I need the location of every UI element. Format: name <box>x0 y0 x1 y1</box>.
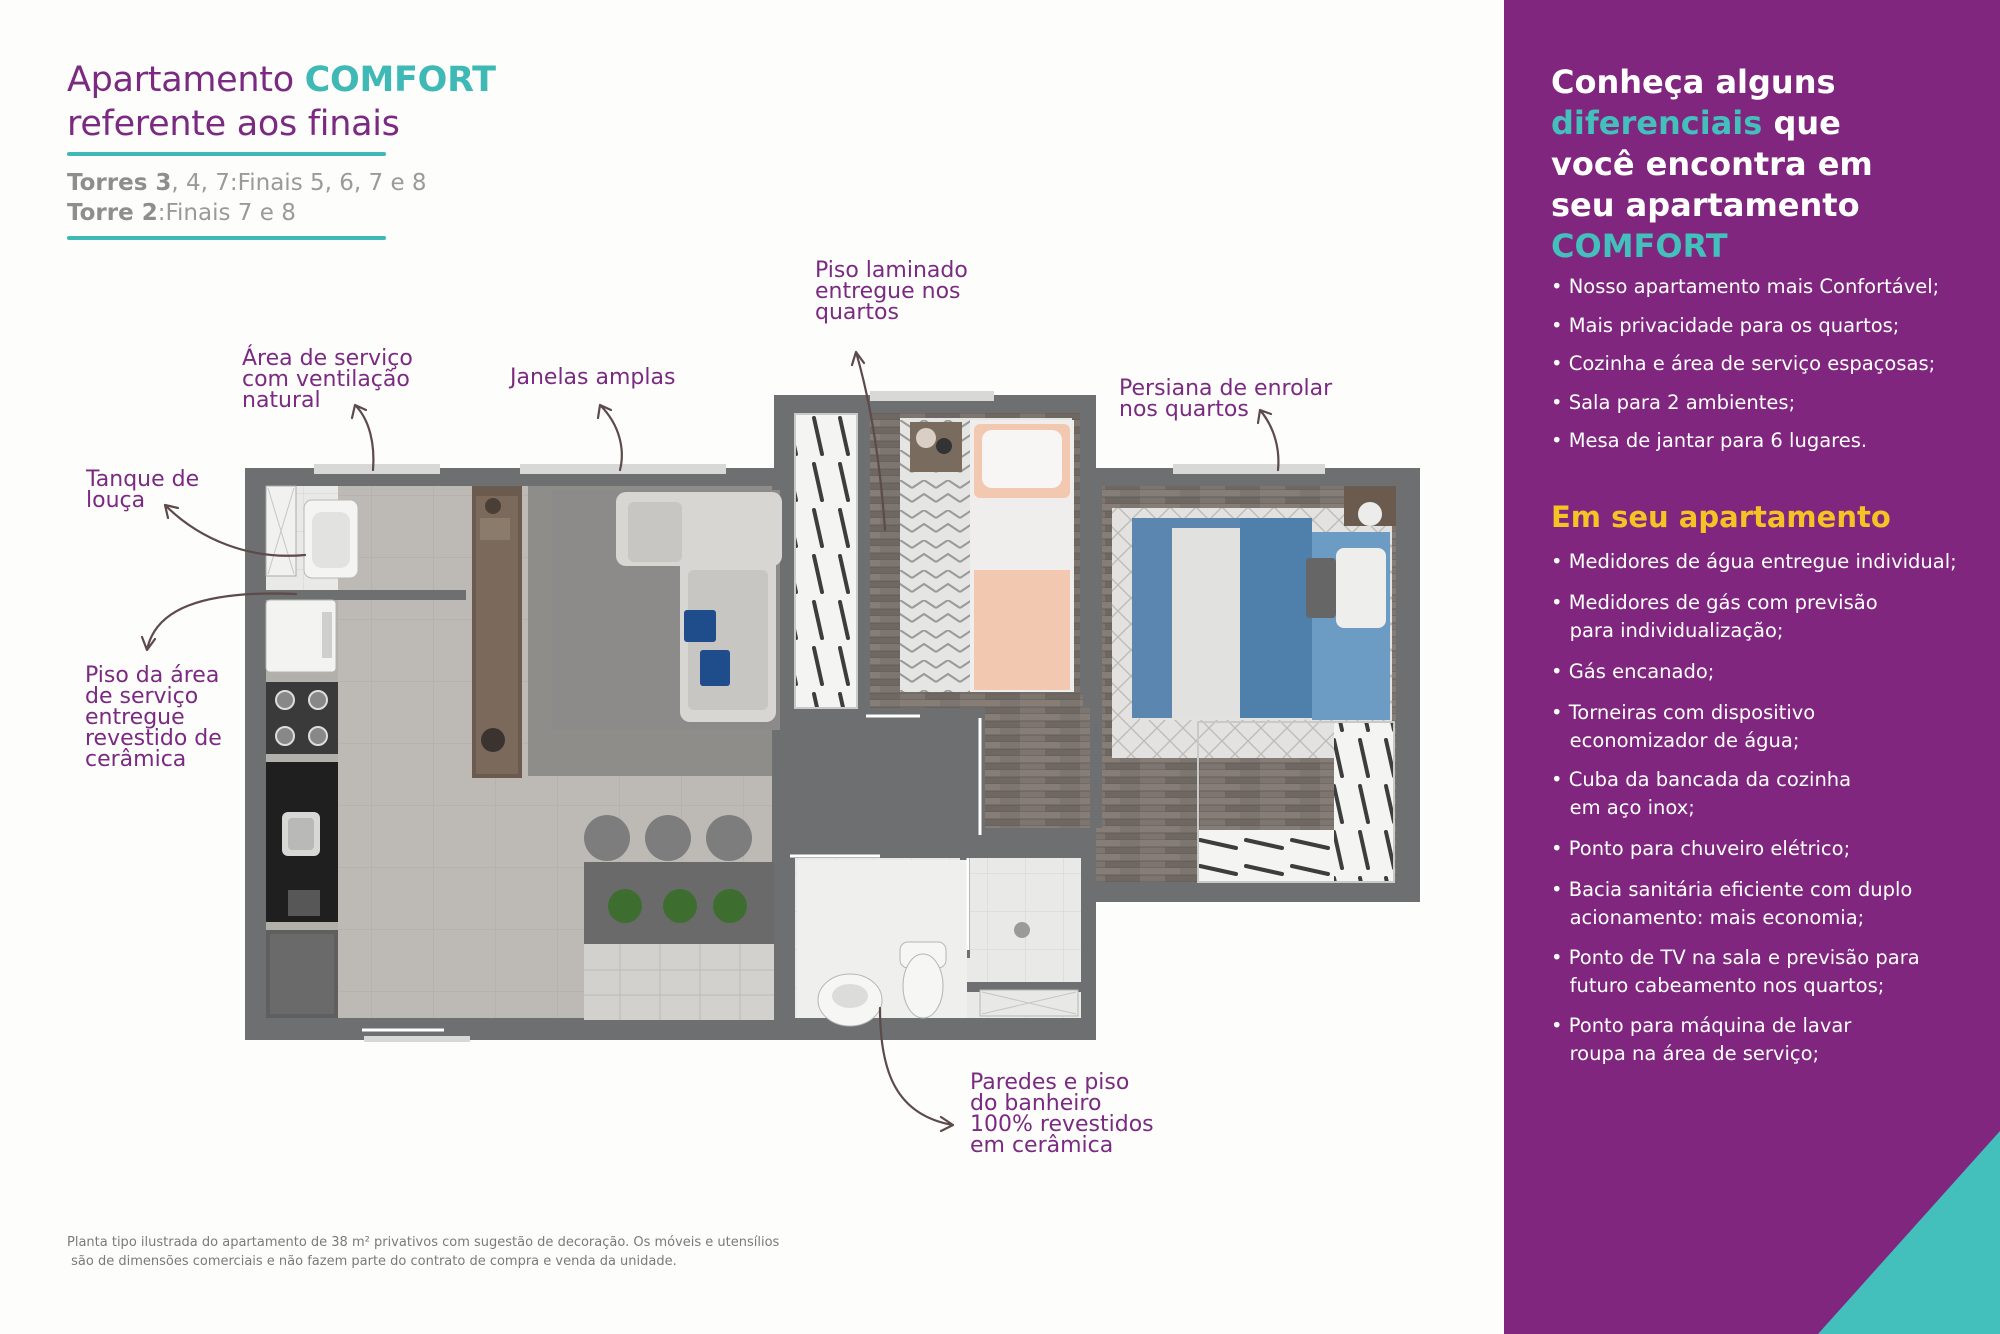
footnote: Planta tipo ilustrada do apartamento de … <box>67 1235 780 1269</box>
section-title: Em seu apartamento <box>1551 500 1891 534</box>
title-underline <box>67 152 386 156</box>
towers-line-1: Torres 3, 4, 7:Finais 5, 6, 7 e 8 <box>67 170 427 196</box>
list-item: • Sala para 2 ambientes; <box>1551 390 1796 414</box>
list-item: • Ponto de TV na sala e previsão para <box>1551 946 1920 969</box>
list-item: • Bacia sanitária eficiente com duplo <box>1551 878 1913 901</box>
windows <box>314 391 1325 1042</box>
bedroom-2 <box>1112 486 1396 883</box>
list-item: economizador de água; <box>1551 729 1800 752</box>
callout-tanque: Tanque de louça <box>86 467 200 513</box>
list-item: para individualização; <box>1551 619 1784 642</box>
list-item: acionamento: mais economia; <box>1551 906 1865 929</box>
bedroom-1 <box>794 413 1074 709</box>
page-title: Apartamento COMFORT referente aos finais <box>67 58 496 146</box>
panel-title-comfort: COMFORT <box>1551 227 1728 265</box>
features-list: • Nosso apartamento mais Confortável; • … <box>1551 268 1939 461</box>
floor-plan <box>245 391 1420 1042</box>
towers-info: Torres 3, 4, 7:Finais 5, 6, 7 e 8 Torre … <box>67 168 427 228</box>
doors <box>362 714 982 1032</box>
list-item: • Torneiras com dispositivo <box>1551 701 1816 724</box>
bathroom <box>797 860 1079 1027</box>
features-panel: Conheça alguns diferenciais que você enc… <box>1504 0 2000 1334</box>
dining <box>584 815 774 1020</box>
list-item: • Gás encanado; <box>1551 660 1715 683</box>
list-item: • Mesa de jantar para 6 lugares. <box>1551 429 1868 452</box>
panel-title-highlight: diferenciais <box>1551 104 1763 142</box>
kitchen <box>266 682 338 1018</box>
towers-underline <box>67 236 386 240</box>
list-item: • Cozinha e área de serviço espaçosas; <box>1551 352 1936 375</box>
list-item: • Mais privacidade para os quartos; <box>1551 313 1900 337</box>
callout-area-servico: Área de serviço com ventilação natural <box>242 346 413 413</box>
list-item: • Medidores de gás com previsão <box>1551 591 1878 614</box>
list-item: roupa na área de serviço; <box>1551 1042 1820 1065</box>
title-highlight: COMFORT <box>304 60 496 100</box>
title-line-1: Apartamento COMFORT <box>67 60 496 100</box>
callout-arrows <box>140 350 1280 1133</box>
laundry <box>265 485 359 673</box>
list-item: • Nosso apartamento mais Confortável; <box>1551 275 1940 298</box>
panel-title: Conheça alguns diferenciais que você enc… <box>1551 62 1971 267</box>
list-item: • Ponto para máquina de lavar <box>1551 1014 1852 1037</box>
corner-accent <box>1818 1131 2000 1334</box>
callout-janelas: Janelas amplas <box>510 365 676 390</box>
list-item: futuro cabeamento nos quartos; <box>1551 974 1885 997</box>
callout-banheiro: Paredes e piso do banheiro 100% revestid… <box>970 1070 1154 1158</box>
list-item: • Cuba da bancada da cozinha <box>1551 768 1852 791</box>
callout-persiana: Persiana de enrolar nos quartos <box>1119 376 1333 422</box>
title-line-2: referente aos finais <box>67 104 400 144</box>
living-room <box>472 486 782 778</box>
list-item: em aço inox; <box>1551 796 1695 819</box>
towers-line-2: Torre 2:Finais 7 e 8 <box>67 200 296 226</box>
callout-piso-area: Piso da área de serviço entregue revesti… <box>85 663 222 772</box>
list-item: • Medidores de água entregue individual; <box>1551 550 1957 573</box>
callout-piso-laminado: Piso laminado entregue nos quartos <box>815 258 968 325</box>
list-item: • Ponto para chuveiro elétrico; <box>1551 837 1851 860</box>
